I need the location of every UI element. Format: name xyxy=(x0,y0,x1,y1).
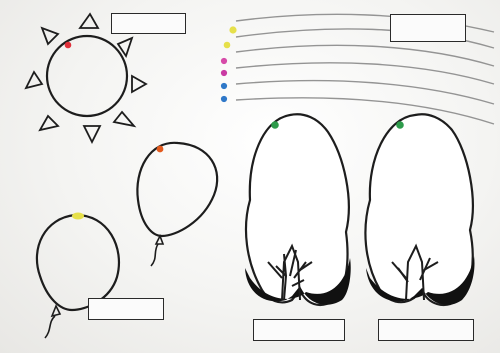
tree-left xyxy=(245,114,351,340)
tree-right-label xyxy=(378,319,474,341)
rainbow-color-dots xyxy=(221,26,237,102)
rainbow-label xyxy=(390,14,466,42)
tree-right-color-dot xyxy=(396,121,404,129)
balloon-left-color-dot xyxy=(72,213,84,220)
tree-left-label xyxy=(253,319,345,341)
sun-color-dot xyxy=(65,42,72,49)
balloon-right-color-dot xyxy=(157,146,164,153)
balloon-right xyxy=(137,143,217,266)
tree-right xyxy=(365,114,474,340)
sun-label xyxy=(111,13,186,34)
tree-left-color-dot xyxy=(271,121,279,129)
balloons-label xyxy=(88,298,164,320)
